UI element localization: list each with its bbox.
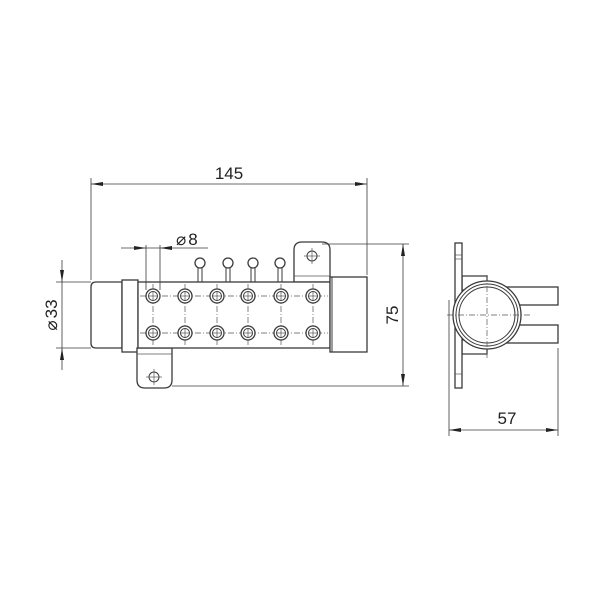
dimension-pipe-diameter: ⌀33 — [42, 260, 91, 370]
end-cap — [329, 276, 368, 353]
studs — [194, 257, 286, 282]
stud — [247, 257, 259, 282]
manifold-body — [137, 281, 331, 349]
stud — [194, 257, 206, 282]
stud — [274, 257, 286, 282]
dimension-overall-height: 75 — [172, 243, 409, 387]
port-hole — [305, 284, 321, 346]
port-hole — [209, 284, 225, 346]
stud — [222, 257, 234, 282]
pipe-collar — [121, 279, 139, 353]
front-view — [90, 241, 368, 389]
port-hole — [273, 325, 289, 341]
port-hole — [145, 325, 161, 341]
port-hole — [177, 284, 193, 346]
dimension-overall-length: 145 — [90, 164, 368, 280]
port-hole — [305, 325, 321, 341]
port-hole — [209, 325, 225, 341]
port-hole — [240, 284, 256, 346]
dimension-label-75: 75 — [383, 306, 402, 325]
port-hole — [145, 284, 161, 346]
dimension-overall-depth: 57 — [448, 300, 559, 436]
dimension-label-diam-8: ⌀8 — [176, 230, 198, 249]
port-hole — [177, 325, 193, 341]
port-hole — [240, 325, 256, 341]
pipe-inlet — [90, 281, 123, 349]
dimension-label-diam-33: ⌀33 — [42, 299, 61, 330]
port-hole — [273, 284, 289, 346]
dimension-label-57: 57 — [498, 409, 517, 428]
bottom-mounting-tab — [136, 347, 173, 389]
dimension-port-diameter: ⌀8 — [121, 230, 208, 290]
dimension-label-145: 145 — [215, 164, 243, 183]
side-view — [447, 242, 559, 389]
port-holes — [145, 284, 321, 346]
